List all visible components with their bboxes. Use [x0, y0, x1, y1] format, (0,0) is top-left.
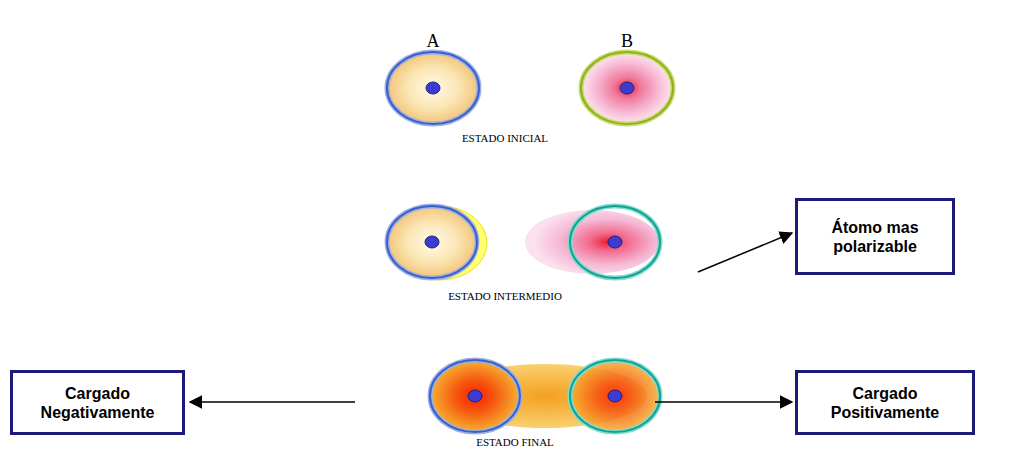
box-text: Átomo mas polarizable [808, 218, 942, 256]
atom-a-initial [387, 52, 479, 124]
atom-letter: A [427, 31, 440, 51]
callout-box: Cargado Negativamente [10, 370, 185, 435]
state-caption: ESTADO INTERMEDIO [448, 290, 562, 303]
atom-a-intermediate [387, 206, 487, 280]
state-caption: ESTADO FINAL [476, 436, 554, 449]
state-caption: ESTADO INICIAL [462, 132, 548, 145]
atom-b-initial [581, 52, 673, 124]
atom-b-polarized [525, 206, 660, 278]
callout-box: Cargado Positivamente [795, 370, 975, 435]
box-text: Cargado Negativamente [23, 384, 172, 422]
box-text: Cargado Positivamente [808, 384, 962, 422]
leader-arrow [698, 233, 792, 272]
molecule-final [430, 360, 660, 432]
leader-arrow [655, 401, 792, 403]
callout-box: Átomo mas polarizable [795, 198, 955, 275]
atom-letter: B [621, 31, 633, 51]
leader-arrow [190, 401, 355, 403]
